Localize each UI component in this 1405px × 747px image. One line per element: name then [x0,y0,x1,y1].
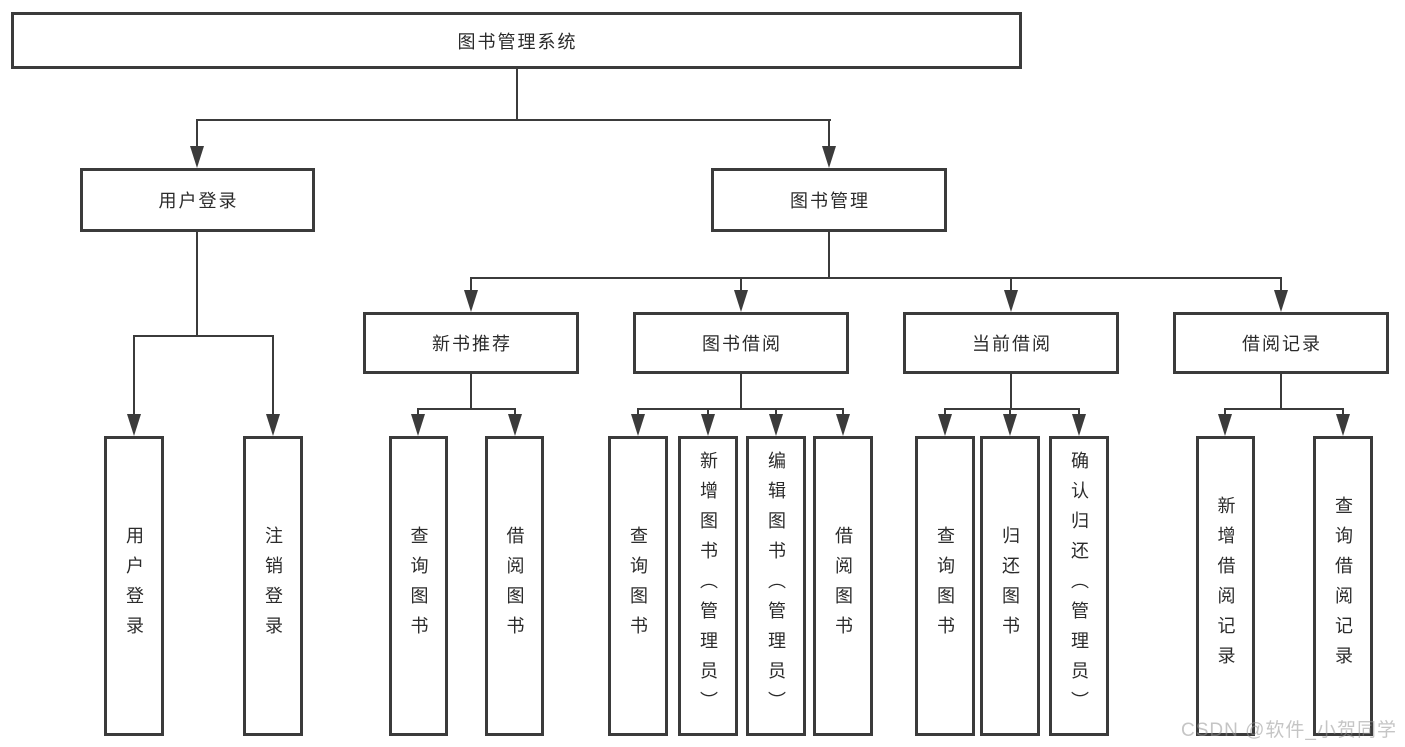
leaf-return-book: 归还图书 [980,436,1040,736]
connector-line [417,408,516,410]
leaf-label: 用户登录 [124,526,144,646]
connector-line [516,69,518,120]
leaf-label: 新增借阅记录 [1215,496,1236,676]
leaf-label: 查询图书 [935,526,955,646]
leaf-query-books-current: 查询图书 [915,436,975,736]
arrowhead-down-icon [464,290,478,312]
arrowhead-down-icon [938,414,952,436]
node-label: 图书管理系统 [457,31,578,52]
arrowhead-down-icon [836,414,850,436]
connector-line [470,277,1282,279]
leaf-label: 注销登录 [263,526,283,646]
arrowhead-down-icon [266,414,280,436]
arrowhead-down-icon [411,414,425,436]
connector-line [944,408,1080,410]
leaf-label: 编辑图书（管理员） [766,451,786,721]
leaf-borrow-books-recommend: 借阅图书 [485,436,544,736]
leaf-label: 查询借阅记录 [1333,496,1353,676]
arrowhead-down-icon [508,414,522,436]
arrowhead-down-icon [1274,290,1288,312]
connector-line [1280,374,1282,410]
connector-line [842,408,844,416]
connector-line [1009,408,1011,416]
node-label: 当前借阅 [972,334,1052,354]
arrowhead-down-icon [1004,290,1018,312]
arrowhead-down-icon [1072,414,1086,436]
node-label: 借阅记录 [1242,334,1322,354]
connector-line [637,408,639,416]
connector-line [1010,374,1012,410]
connector-line [1224,408,1344,410]
connector-line [1010,277,1012,293]
leaf-borrow-books-borrow: 借阅图书 [813,436,873,736]
connector-line [740,374,742,410]
connector-line [470,277,472,293]
node-library-management-system: 图书管理系统 [11,12,1022,69]
arrowhead-down-icon [1336,414,1350,436]
connector-line [196,119,831,121]
leaf-logout: 注销登录 [243,436,303,736]
leaf-label: 确认归还（管理员） [1069,451,1089,721]
connector-line [828,119,830,148]
connector-line [775,408,777,416]
arrowhead-down-icon [127,414,141,436]
connector-line [417,408,419,416]
connector-line [1342,408,1344,416]
node-book-borrow: 图书借阅 [633,312,849,374]
node-user-login: 用户登录 [80,168,315,232]
watermark: CSDN @软件_小贺同学 [1181,720,1397,741]
leaf-label: 新增图书（管理员） [698,451,718,721]
leaf-user-login: 用户登录 [104,436,164,736]
connector-line [272,335,274,416]
leaf-label: 借阅图书 [504,526,525,646]
leaf-add-borrow-record: 新增借阅记录 [1196,436,1255,736]
node-label: 用户登录 [158,191,239,211]
node-new-book-recommend: 新书推荐 [363,312,579,374]
arrowhead-down-icon [822,146,836,168]
node-label: 图书借阅 [702,334,782,354]
connector-line [944,408,946,416]
leaf-confirm-return-admin: 确认归还（管理员） [1049,436,1109,736]
node-label: 图书管理 [790,191,870,211]
connector-line [637,408,844,410]
connector-line [470,374,472,410]
arrowhead-down-icon [1218,414,1232,436]
leaf-query-books-recommend: 查询图书 [389,436,448,736]
leaf-label: 查询图书 [408,526,429,646]
arrowhead-down-icon [734,290,748,312]
connector-line [828,232,830,278]
leaf-query-borrow-record: 查询借阅记录 [1313,436,1373,736]
node-book-management: 图书管理 [711,168,947,232]
connector-line [1280,277,1282,293]
leaf-label: 查询图书 [628,526,648,646]
arrowhead-down-icon [1003,414,1017,436]
leaf-add-book-admin: 新增图书（管理员） [678,436,738,736]
connector-line [707,408,709,416]
connector-line [1078,408,1080,416]
node-label: 新书推荐 [432,334,512,354]
connector-line [740,277,742,293]
leaf-label: 归还图书 [1000,526,1020,646]
node-current-borrow: 当前借阅 [903,312,1119,374]
connector-line [514,408,516,416]
connector-line [133,335,135,416]
arrowhead-down-icon [631,414,645,436]
connector-line [196,232,198,336]
arrowhead-down-icon [769,414,783,436]
connector-line [196,119,198,148]
connector-line [133,335,274,337]
leaf-query-books-borrow: 查询图书 [608,436,668,736]
leaf-label: 借阅图书 [833,526,853,646]
leaf-edit-book-admin: 编辑图书（管理员） [746,436,806,736]
arrowhead-down-icon [701,414,715,436]
connector-line [1224,408,1226,416]
arrowhead-down-icon [190,146,204,168]
node-borrow-records: 借阅记录 [1173,312,1389,374]
